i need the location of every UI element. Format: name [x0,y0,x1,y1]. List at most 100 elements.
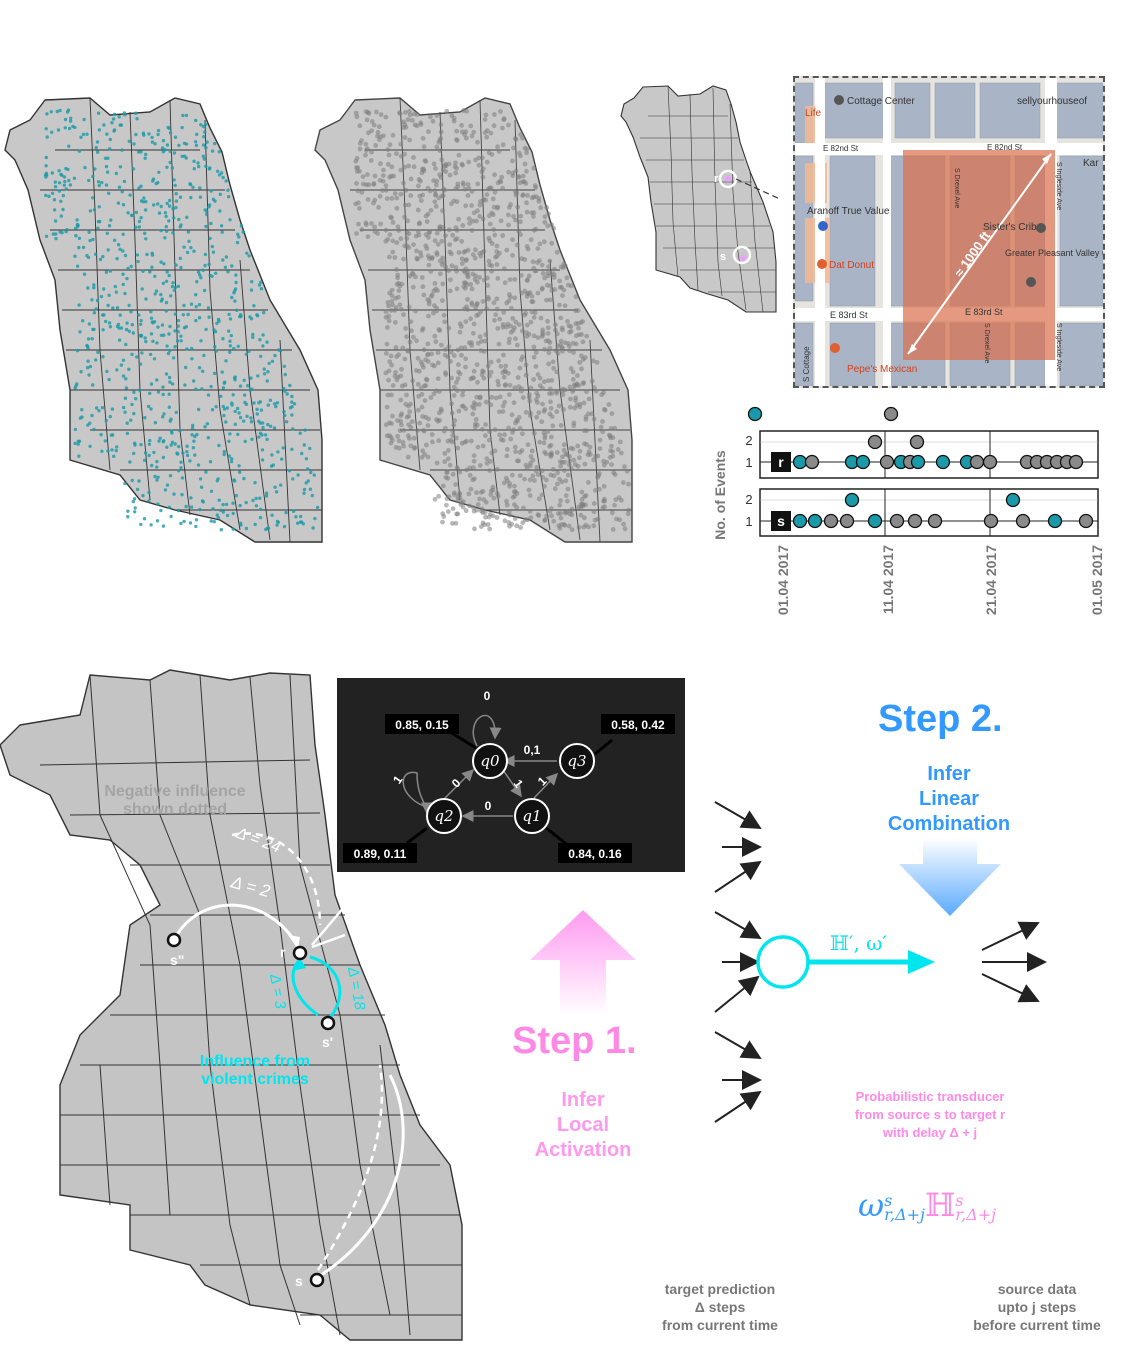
teal-dot [210,274,214,278]
gray-dot [591,501,597,506]
teal-dot [47,194,51,198]
gray-dot [518,357,524,363]
gray-dot [419,404,425,410]
teal-dot [91,174,95,179]
teal-dot [129,264,133,269]
gray-dot [470,477,476,483]
teal-dot [111,117,116,121]
teal-dot [119,326,124,330]
teal-dot [139,318,143,323]
gray-dot [454,465,460,470]
gray-dot [587,444,593,450]
teal-dot [133,506,137,510]
gray-dot [466,216,472,221]
gray-dot [539,468,545,474]
gray-dot [460,504,466,510]
teal-dot [142,458,147,462]
violent-influence-note: Influence from violent crimes [199,1053,311,1088]
teal-dot [235,308,239,312]
teal-dot [96,150,100,154]
gray-dot [415,381,421,387]
teal-dot [87,322,92,326]
gray-dot [502,432,507,438]
gray-dot [487,373,492,379]
teal-dot [186,312,190,317]
teal-dot [285,392,289,396]
teal-dot [150,463,154,468]
gray-dot [515,204,521,210]
teal-dot [101,328,105,332]
teal-dot [218,209,222,213]
gray-dot [503,363,509,369]
teal-dot [159,508,163,513]
teal-dot [123,410,127,414]
teal-dot [180,154,184,158]
teal-dot [257,283,262,287]
teal-dot [73,427,78,432]
teal-dot [195,280,199,284]
gray-dot [493,312,499,317]
gray-dot [445,354,451,360]
gray-dot [535,472,541,478]
gray-dot [558,338,564,344]
gray-dot [456,408,462,414]
gray-dot [524,200,529,206]
gray-dot [480,299,486,304]
label-r: r [280,944,286,960]
gray-dot [473,157,478,163]
gray-dot [433,191,439,197]
gray-dot [365,110,371,115]
gray-dot [540,327,546,333]
gray-dot [473,304,478,310]
gray-dot [512,516,518,521]
teal-dot [173,285,178,289]
gray-dot [561,442,567,448]
gray-dot [484,306,490,311]
gray-dot [562,340,568,346]
gray-dot [368,158,374,163]
gray-dot [609,462,614,467]
gray-dot [456,250,462,255]
step2-sub-0: Infer [927,763,971,785]
teal-dot [260,448,265,452]
teal-dot [116,243,121,247]
gray-dot [456,216,461,222]
edge-label-q0-self: 0 [484,689,491,703]
teal-dot [190,426,195,430]
teal-dot [57,169,61,173]
gray-dot [568,466,574,471]
gray-dot [584,428,590,433]
gray-dot [526,394,532,400]
gray-dot [420,136,426,141]
teal-dot [118,165,123,169]
gray-dot [539,334,545,339]
gray-dot [553,327,558,333]
gray-dot [516,322,522,327]
teal-dot [146,404,151,409]
gray-dot [570,340,576,346]
teal-dot [249,376,253,380]
teal-dot [275,523,279,527]
teal-dot [291,477,295,481]
gray-dot [548,506,554,511]
teal-dot [261,333,265,337]
teal-dot [194,293,198,297]
teal-dot [204,470,208,474]
gray-dot [479,372,485,377]
gray-dot [465,247,471,253]
teal-dot [189,505,194,509]
teal-dot [106,449,110,453]
gray-dot [500,403,506,409]
gray-dot [449,401,454,407]
gray-dot [437,138,443,143]
teal-dot [223,380,227,384]
gray-dot [478,199,483,204]
teal-dot [96,111,101,115]
gray-dot [451,422,457,428]
gray-dot [580,319,585,324]
teal-dot [87,178,91,183]
gray-dot [442,451,448,456]
row-s-label: s [777,513,785,529]
gray-dot [544,297,549,303]
gray-dot [558,511,564,516]
